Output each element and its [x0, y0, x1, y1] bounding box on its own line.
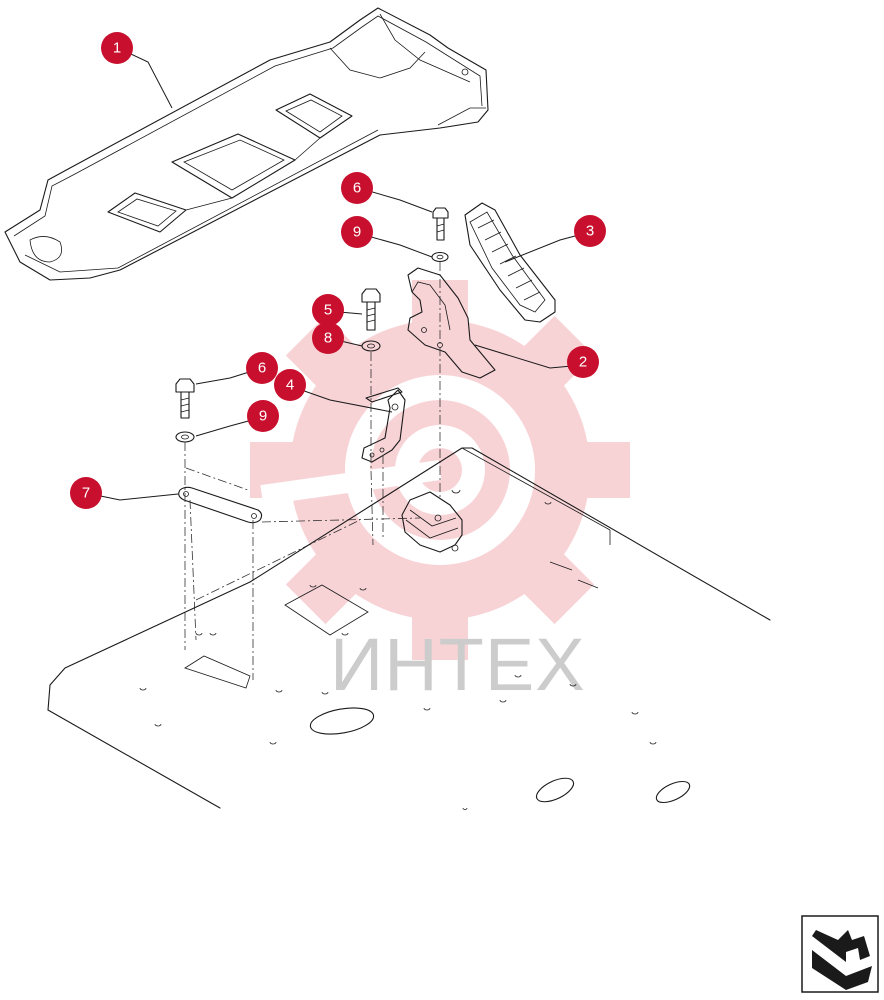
callout-5-label: 5 [324, 302, 332, 319]
pedal-pad-part [464, 202, 556, 323]
callout-5: 5 [312, 294, 344, 326]
callout-9-upper: 9 [341, 216, 373, 248]
washer-9-lower [175, 431, 195, 443]
support-bracket-part [361, 387, 406, 463]
callout-6-upper: 6 [341, 172, 373, 204]
callout-4-label: 4 [286, 377, 294, 394]
callout-9-lower-label: 9 [259, 408, 267, 425]
callout-2-label: 2 [579, 354, 587, 371]
callout-9-upper-label: 9 [353, 224, 361, 241]
watermark-text: ИНТЕХ [330, 623, 586, 706]
callout-7-label: 7 [82, 485, 90, 502]
callout-6-lower-label: 6 [258, 360, 266, 377]
washer-9-upper [431, 251, 449, 263]
isolator-block-part [401, 491, 463, 553]
callout-2: 2 [567, 346, 599, 378]
floor-plate-part [47, 447, 771, 810]
callout-4: 4 [274, 369, 306, 401]
callout-6-upper-label: 6 [353, 180, 361, 197]
callout-8-label: 8 [324, 330, 332, 347]
callout-3-label: 3 [586, 223, 594, 240]
floor-mat-part [4, 7, 489, 281]
bolt-6-upper [432, 207, 449, 241]
bolt-6-lower [175, 378, 195, 419]
bolt-5 [361, 288, 381, 331]
callout-7: 7 [70, 477, 102, 509]
callout-8: 8 [312, 322, 344, 354]
callout-6-lower: 6 [246, 352, 278, 384]
callout-3: 3 [574, 215, 606, 247]
callout-9-lower: 9 [247, 400, 279, 432]
callout-1: 1 [101, 32, 133, 64]
plate-part [178, 486, 263, 524]
callout-1-label: 1 [113, 40, 121, 57]
next-page-arrow-icon[interactable] [801, 915, 879, 993]
